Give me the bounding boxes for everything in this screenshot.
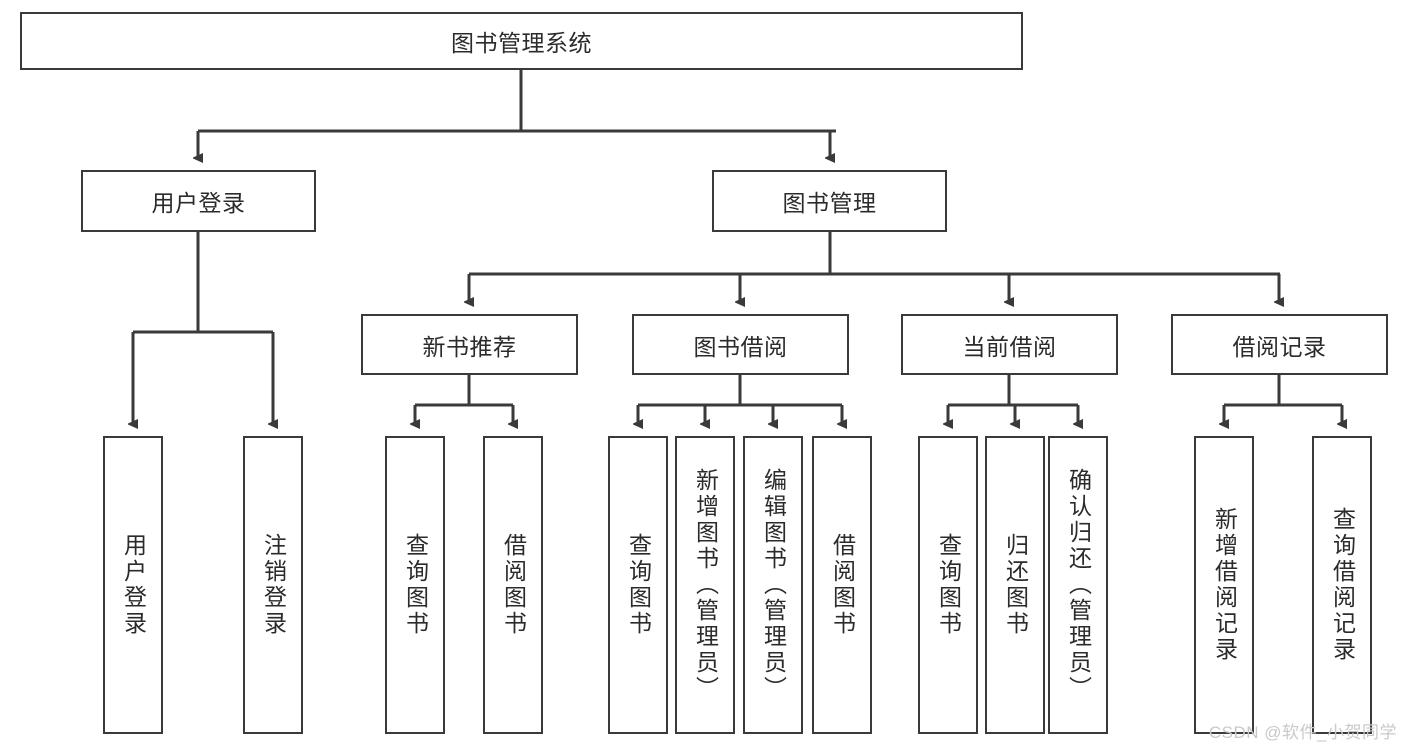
- node-leaf-borrow-book-2[interactable]: 借阅图书: [812, 436, 872, 734]
- node-book-borrow[interactable]: 图书借阅: [632, 314, 849, 375]
- node-borrow-record[interactable]: 借阅记录: [1171, 314, 1388, 375]
- node-leaf-borrow-book-1-label: 借阅图书: [500, 533, 527, 637]
- node-new-book-recommend-label: 新书推荐: [422, 333, 517, 360]
- watermark: CSDN @软件_小贺同学: [1208, 723, 1397, 742]
- node-root-label: 图书管理系统: [451, 30, 592, 56]
- node-leaf-add-borrow-record-label: 新增借阅记录: [1211, 507, 1238, 663]
- node-book-borrow-label: 图书借阅: [693, 333, 788, 360]
- node-leaf-query-borrow-record[interactable]: 查询借阅记录: [1312, 436, 1372, 734]
- node-leaf-edit-book-label: 编辑图书（管理员）: [760, 468, 787, 702]
- node-leaf-borrow-book-2-label: 借阅图书: [829, 533, 856, 637]
- node-user-login-label: 用户登录: [151, 190, 246, 216]
- node-current-borrow[interactable]: 当前借阅: [901, 314, 1118, 375]
- node-leaf-query-book-3-label: 查询图书: [935, 533, 962, 637]
- node-leaf-confirm-return[interactable]: 确认归还（管理员）: [1048, 436, 1108, 734]
- node-leaf-return-book[interactable]: 归还图书: [985, 436, 1045, 734]
- node-book-management[interactable]: 图书管理: [712, 170, 947, 232]
- node-user-login[interactable]: 用户登录: [81, 170, 316, 232]
- node-leaf-add-book[interactable]: 新增图书（管理员）: [675, 436, 735, 734]
- node-root[interactable]: 图书管理系统: [20, 12, 1023, 70]
- node-leaf-user-logout-label: 注销登录: [260, 533, 287, 637]
- node-new-book-recommend[interactable]: 新书推荐: [361, 314, 578, 375]
- node-leaf-add-borrow-record[interactable]: 新增借阅记录: [1194, 436, 1254, 734]
- node-leaf-query-book-1[interactable]: 查询图书: [385, 436, 445, 734]
- node-borrow-record-label: 借阅记录: [1232, 333, 1327, 360]
- node-leaf-query-book-2-label: 查询图书: [625, 533, 652, 637]
- node-leaf-query-book-1-label: 查询图书: [402, 533, 429, 637]
- node-leaf-edit-book[interactable]: 编辑图书（管理员）: [743, 436, 803, 734]
- node-leaf-return-book-label: 归还图书: [1002, 533, 1029, 637]
- node-book-management-label: 图书管理: [782, 190, 877, 216]
- node-current-borrow-label: 当前借阅: [962, 333, 1057, 360]
- node-leaf-user-login-label: 用户登录: [120, 533, 147, 637]
- node-leaf-user-logout[interactable]: 注销登录: [243, 436, 303, 734]
- node-leaf-query-borrow-record-label: 查询借阅记录: [1329, 507, 1356, 663]
- node-leaf-query-book-3[interactable]: 查询图书: [918, 436, 978, 734]
- node-leaf-query-book-2[interactable]: 查询图书: [608, 436, 668, 734]
- node-leaf-user-login[interactable]: 用户登录: [103, 436, 163, 734]
- node-leaf-confirm-return-label: 确认归还（管理员）: [1065, 468, 1092, 702]
- node-leaf-borrow-book-1[interactable]: 借阅图书: [483, 436, 543, 734]
- node-leaf-add-book-label: 新增图书（管理员）: [692, 468, 719, 702]
